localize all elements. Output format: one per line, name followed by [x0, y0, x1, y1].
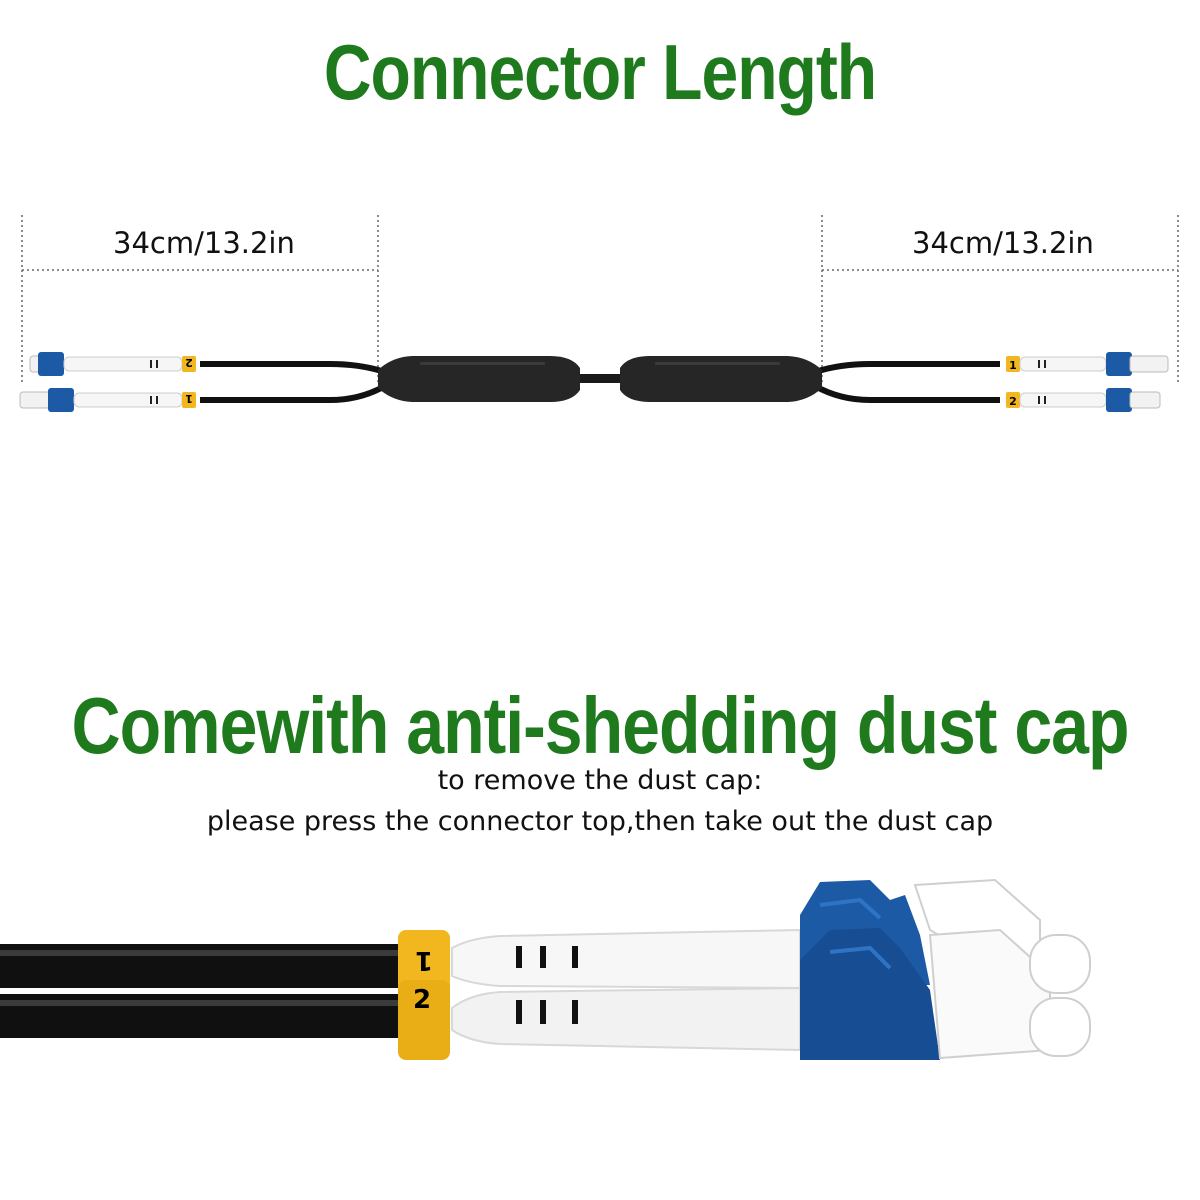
breakout-cable-diagram: 2 1 1 2 [19, 215, 1179, 412]
closeup-label-top [398, 930, 450, 994]
closeup-blue-housing-bottom [800, 928, 940, 1060]
closeup-bottom-label: 2 [413, 985, 431, 1015]
right-length-measurement: 34cm/13.2in [912, 226, 1094, 260]
connector-length-title: Connector Length [323, 28, 877, 116]
left-connector-bottom [19, 388, 196, 412]
dust-cap-instruction-1: to remove the dust cap: [437, 765, 763, 796]
right-top-label: 1 [1009, 359, 1017, 372]
left-connector-top [29, 352, 196, 376]
dust-cap-instruction-2: please press the connector top,then take… [206, 806, 994, 837]
left-length-measurement: 34cm/13.2in [113, 226, 295, 260]
dust-cap-title: Comewith anti-shedding dust cap [71, 681, 1129, 771]
right-bottom-label: 2 [1009, 395, 1017, 408]
closeup-label-bottom [398, 980, 450, 1060]
closeup-top-label: 1 [415, 945, 433, 975]
trunk-cable [560, 374, 640, 383]
closeup-ferrule-caps [1029, 934, 1091, 1057]
closeup-boot-top [451, 928, 801, 990]
right-connector-bottom [1006, 388, 1161, 412]
left-fanout-boot [378, 356, 580, 402]
right-fanout-boot [620, 356, 822, 402]
closeup-boot-bottom [451, 986, 801, 1052]
dimension-lines [21, 215, 1179, 385]
left-top-label: 2 [185, 356, 193, 369]
right-connector-top [1006, 352, 1169, 376]
left-bottom-label: 1 [185, 392, 193, 405]
